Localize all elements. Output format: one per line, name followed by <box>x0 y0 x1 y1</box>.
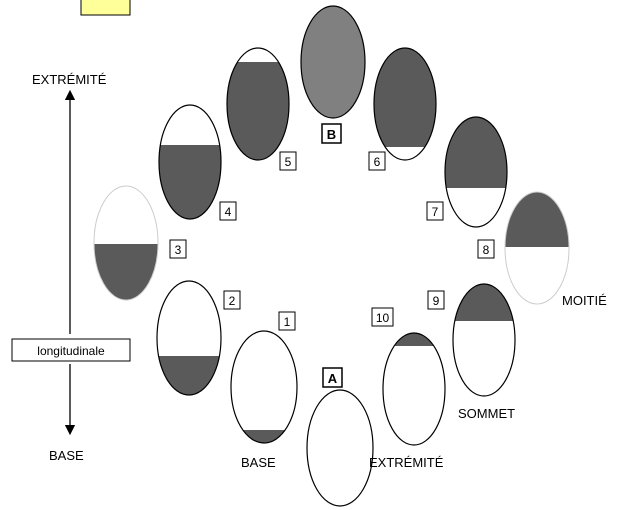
egg-number-7: 7 <box>432 205 439 219</box>
axis-middle-label: longitudinale <box>37 344 105 358</box>
marker-B-label: B <box>327 127 336 142</box>
egg-5 <box>226 47 290 161</box>
axis-bottom-label: BASE <box>49 448 84 463</box>
egg-A <box>306 389 374 507</box>
egg-4 <box>158 104 222 220</box>
egg-outline <box>230 330 298 444</box>
egg-fill <box>227 62 289 160</box>
egg-outline <box>93 185 159 301</box>
egg-number-box-3: 3 <box>169 239 187 259</box>
egg-fill <box>300 5 366 119</box>
egg-number-box-10: 10 <box>371 307 394 327</box>
egg-fill <box>157 356 221 395</box>
egg-7 <box>444 116 508 228</box>
annotation-moitie: MOITIÉ <box>562 293 607 308</box>
egg-8 <box>504 191 570 305</box>
marker-A-label: A <box>328 371 338 386</box>
egg-10 <box>382 332 446 446</box>
egg-fill <box>383 333 445 346</box>
axis-middle-box <box>11 338 131 362</box>
axis-top-label: EXTRÉMITÉ <box>32 72 107 87</box>
egg-number-box-9: 9 <box>427 290 445 310</box>
corner-yellow-tag <box>80 0 131 16</box>
egg-number-1: 1 <box>284 315 291 329</box>
egg-outline <box>373 47 437 161</box>
egg-outline <box>226 47 290 161</box>
egg-number-5: 5 <box>285 155 292 169</box>
egg-outline <box>504 191 570 305</box>
egg-fill <box>94 244 158 300</box>
egg-fill <box>159 145 221 219</box>
egg-fill <box>453 284 515 321</box>
egg-number-box-5: 5 <box>279 151 297 171</box>
egg-number-2: 2 <box>229 294 236 308</box>
egg-number-10: 10 <box>376 311 390 325</box>
egg-number-6: 6 <box>374 155 381 169</box>
egg-number-3: 3 <box>175 243 182 257</box>
annotation-sommet: SOMMET <box>458 406 515 421</box>
annotation-base: BASE <box>241 455 276 470</box>
egg-number-box-4: 4 <box>219 201 237 221</box>
annotation-extremite: EXTRÉMITÉ <box>369 455 444 470</box>
egg-outline <box>158 104 222 220</box>
egg-number-box-7: 7 <box>426 201 444 221</box>
egg-number-9: 9 <box>433 294 440 308</box>
egg-1 <box>230 330 298 444</box>
egg-3 <box>93 185 159 301</box>
egg-fill <box>374 48 436 147</box>
marker-B: B <box>321 123 342 144</box>
egg-number-box-2: 2 <box>223 290 241 310</box>
egg-number-4: 4 <box>225 205 232 219</box>
egg-number-box-8: 8 <box>477 239 495 259</box>
egg-number-box-1: 1 <box>278 311 296 331</box>
egg-outline <box>452 283 516 397</box>
egg-9 <box>452 283 516 397</box>
egg-outline <box>306 389 374 507</box>
egg-outline <box>382 332 446 446</box>
egg-6 <box>373 47 437 161</box>
egg-2 <box>156 280 222 396</box>
egg-outline <box>444 116 508 228</box>
egg-fill <box>445 117 507 188</box>
egg-B <box>300 5 366 119</box>
egg-fill <box>231 430 297 443</box>
marker-A: A <box>322 367 343 388</box>
egg-number-box-6: 6 <box>368 151 386 171</box>
egg-fill <box>505 192 569 247</box>
egg-number-8: 8 <box>483 243 490 257</box>
egg-outline <box>156 280 222 396</box>
